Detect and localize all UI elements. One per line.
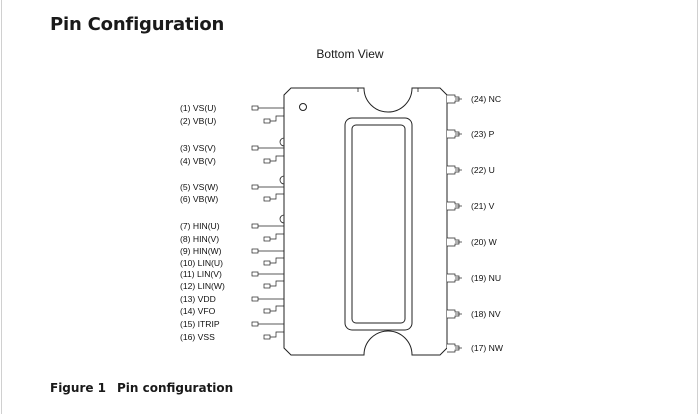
left-pin-label: (4) VB(V) bbox=[180, 156, 216, 166]
left-pin-lead bbox=[270, 331, 284, 338]
left-pin-lead bbox=[270, 280, 284, 287]
left-pin-lead bbox=[270, 155, 284, 162]
left-pin-label: (5) VS(W) bbox=[180, 182, 218, 192]
left-pin-label: (12) LIN(W) bbox=[180, 281, 225, 291]
left-pin-lead bbox=[270, 193, 284, 200]
right-pin-label: (23) P bbox=[471, 129, 495, 139]
body-side-notch bbox=[279, 214, 285, 224]
right-pin-label: (22) U bbox=[471, 165, 495, 175]
left-pin-group: (1) VS(U) (2) VB(U) (3) VS(V) (4) VB(V) (5) … bbox=[180, 103, 284, 342]
heatsink-window-inner bbox=[351, 124, 406, 324]
left-pin-pad bbox=[251, 248, 259, 254]
left-pin-pad bbox=[251, 145, 259, 151]
left-pin-pad bbox=[263, 236, 271, 242]
left-pin-label: (16) VSS bbox=[180, 332, 215, 342]
left-pin-pad bbox=[263, 158, 271, 164]
page-title: Pin Configuration bbox=[50, 14, 225, 35]
right-pin-label: (20) W bbox=[471, 237, 498, 247]
figure-number: Figure 1 bbox=[50, 381, 107, 395]
right-pin-group: (24) NC (23) P (22) U (21) V (20) W (19) NU (1… bbox=[447, 94, 504, 353]
figure-caption: Pin configuration bbox=[117, 381, 234, 395]
left-pin-label: (11) LIN(V) bbox=[180, 269, 222, 279]
right-pin-label: (24) NC bbox=[471, 94, 501, 104]
left-pin-label: (10) LIN(U) bbox=[180, 258, 223, 268]
left-pin-lead bbox=[270, 233, 284, 240]
left-pin-label: (7) HIN(U) bbox=[180, 221, 220, 231]
left-pin-lead bbox=[270, 305, 284, 312]
left-pin-pad bbox=[263, 118, 271, 124]
left-pin-pad bbox=[263, 196, 271, 202]
left-pin-pad bbox=[263, 260, 271, 266]
page-border-right bbox=[697, 0, 698, 414]
package-body bbox=[279, 87, 448, 356]
left-pin-pad bbox=[263, 334, 271, 340]
heatsink-window-outer bbox=[344, 117, 413, 331]
right-pin-label: (19) NU bbox=[471, 273, 501, 283]
left-pin-pad bbox=[251, 296, 259, 302]
body-side-notch bbox=[279, 175, 285, 185]
body-side-notch bbox=[279, 137, 285, 147]
left-pin-pad bbox=[263, 283, 271, 289]
left-pin-pad bbox=[251, 105, 259, 111]
page-border-left bbox=[1, 0, 2, 414]
left-pin-label: (6) VB(W) bbox=[180, 194, 218, 204]
left-pin-pad bbox=[263, 308, 271, 314]
left-pin-label: (13) VDD bbox=[180, 294, 216, 304]
pin1-marker bbox=[299, 103, 307, 111]
left-pin-lead bbox=[270, 115, 284, 122]
left-pin-label: (8) HIN(V) bbox=[180, 234, 219, 244]
left-pin-label: (15) ITRIP bbox=[180, 319, 220, 329]
left-pin-label: (9) HIN(W) bbox=[180, 246, 222, 256]
left-pin-label: (1) VS(U) bbox=[180, 103, 216, 113]
left-pin-pad bbox=[251, 321, 259, 327]
left-pin-pad bbox=[251, 223, 259, 229]
right-pin-label: (17) NW bbox=[471, 343, 504, 353]
left-pin-label: (3) VS(V) bbox=[180, 143, 216, 153]
right-pin-label: (21) V bbox=[471, 201, 495, 211]
right-pin-label: (18) NV bbox=[471, 309, 501, 319]
package-outline bbox=[283, 87, 448, 356]
left-pin-label: (14) VFO bbox=[180, 306, 216, 316]
view-label: Bottom View bbox=[316, 47, 384, 61]
left-pin-pad bbox=[251, 271, 259, 277]
left-pin-label: (2) VB(U) bbox=[180, 116, 216, 126]
left-pin-pad bbox=[251, 184, 259, 190]
left-pin-lead bbox=[270, 257, 284, 264]
